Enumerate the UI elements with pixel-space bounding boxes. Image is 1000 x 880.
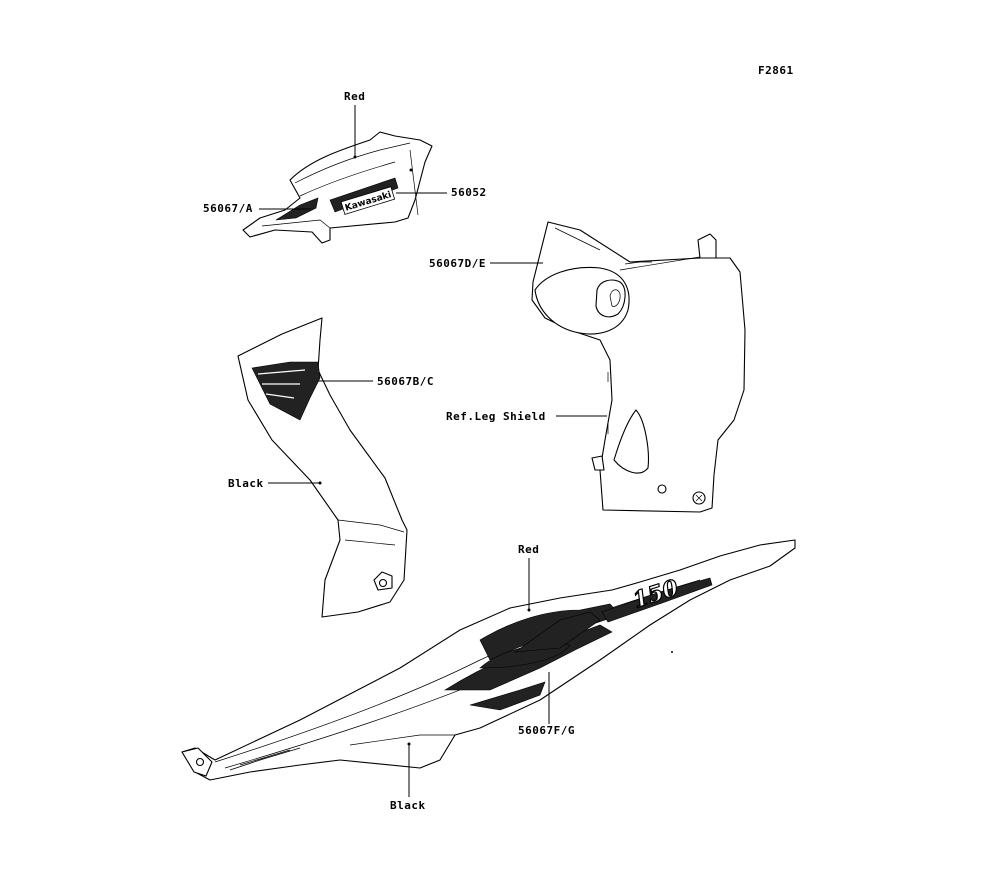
leader-dot: [353, 155, 357, 159]
leader-dot: [318, 481, 322, 485]
leader-dot: [527, 608, 531, 612]
label-56067a: 56067/A: [203, 202, 253, 215]
label-black-left: Black: [228, 477, 264, 490]
label-red-bottom: Red: [518, 543, 539, 556]
side-panel-part: [237, 317, 408, 618]
label-56067bc: 56067B/C: [377, 375, 434, 388]
front-cowl-part: [242, 131, 433, 244]
figure-code: F2861: [758, 64, 794, 77]
leader-dot: [407, 742, 411, 746]
model-150-decal: 150: [630, 575, 682, 614]
label-ref-leg-shield: Ref.Leg Shield: [446, 410, 546, 423]
label-red-top: Red: [344, 90, 365, 103]
label-56067fg: 56067F/G: [518, 724, 575, 737]
label-56052: 56052: [451, 186, 487, 199]
leg-shield-part: [531, 221, 746, 513]
label-56067de: 56067D/E: [429, 257, 486, 270]
label-black-bottom: Black: [390, 799, 426, 812]
rear-cover-part: [181, 539, 796, 781]
